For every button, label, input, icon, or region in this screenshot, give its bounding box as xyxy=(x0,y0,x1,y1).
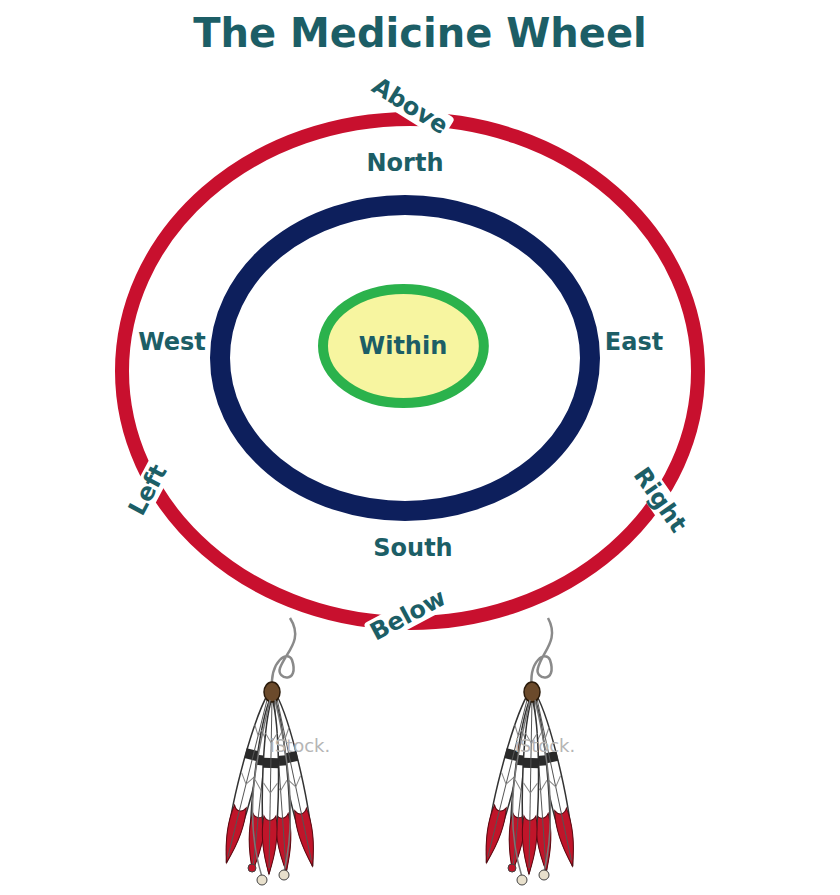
direction-label: North xyxy=(367,150,444,176)
middle-ring-ellipse xyxy=(220,205,590,511)
watermark: iStock. xyxy=(515,735,576,756)
inner-circle-ellipse xyxy=(323,289,484,403)
outer-ring: AboveLeftRightBelowNorthWestEastSouthWit… xyxy=(115,112,705,630)
direction-label: Above xyxy=(365,71,455,141)
middle-ring: NorthWestEastSouthWithin xyxy=(210,195,600,521)
direction-label: Within xyxy=(359,333,448,359)
direction-label: South xyxy=(373,535,452,561)
direction-label: East xyxy=(605,329,663,355)
direction-label: West xyxy=(138,329,206,355)
outer-ring-ellipse xyxy=(122,119,698,623)
diagram-title: The Medicine Wheel xyxy=(0,10,840,56)
watermark: iStock. xyxy=(270,735,331,756)
inner-circle: Within xyxy=(318,284,489,408)
